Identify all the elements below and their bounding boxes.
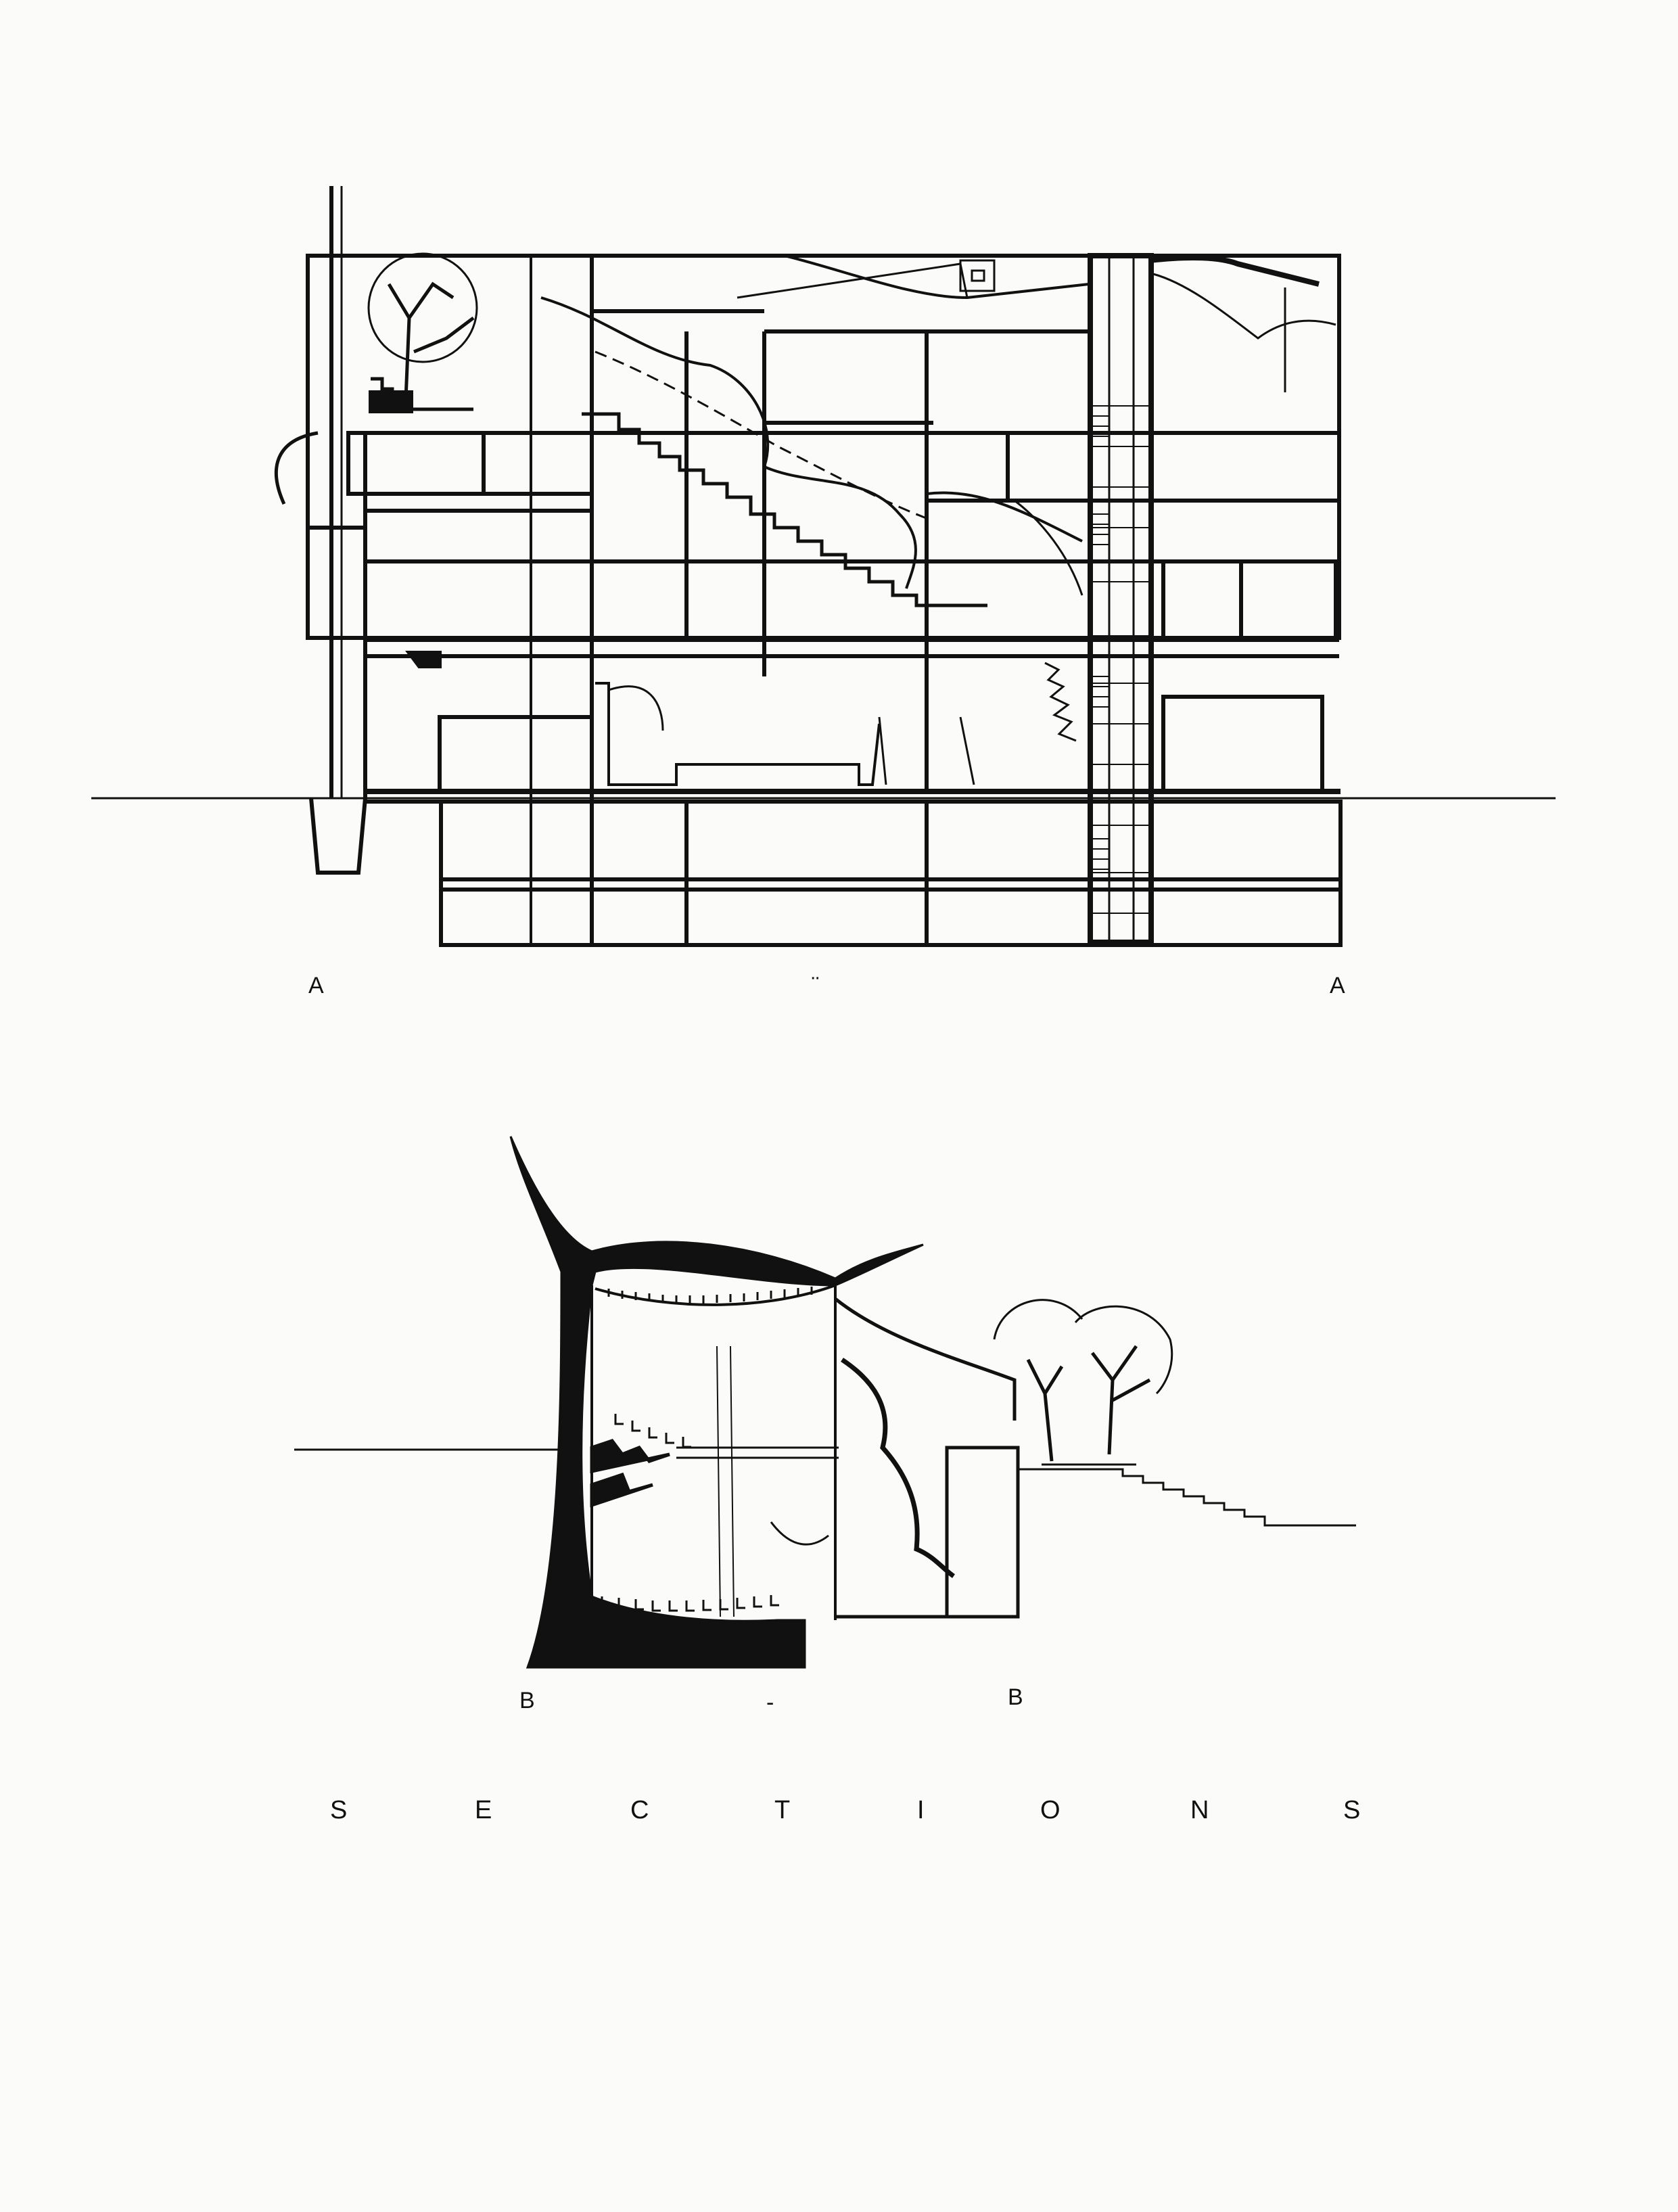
title-letter-c: C bbox=[630, 1796, 649, 1824]
section-a-left-marker: A bbox=[308, 973, 324, 998]
section-a-right-marker: A bbox=[1330, 973, 1345, 998]
section-b-cut-symbol: - bbox=[766, 1690, 774, 1715]
title-letter-s1: S bbox=[330, 1796, 348, 1824]
title-letter-o: O bbox=[1040, 1796, 1061, 1824]
section-b-right-marker: B bbox=[1008, 1684, 1023, 1710]
title-letter-t: T bbox=[774, 1796, 791, 1824]
title-letter-s2: S bbox=[1343, 1796, 1361, 1824]
title-letter-e: E bbox=[475, 1796, 492, 1824]
title-letter-i: I bbox=[917, 1796, 925, 1824]
section-b-drawing bbox=[294, 1136, 1356, 1669]
title-letter-n: N bbox=[1190, 1796, 1209, 1824]
section-a-drawing bbox=[91, 186, 1556, 947]
section-b-left-marker: B bbox=[519, 1688, 535, 1713]
section-a-cut-symbol: ¨ bbox=[812, 973, 820, 998]
